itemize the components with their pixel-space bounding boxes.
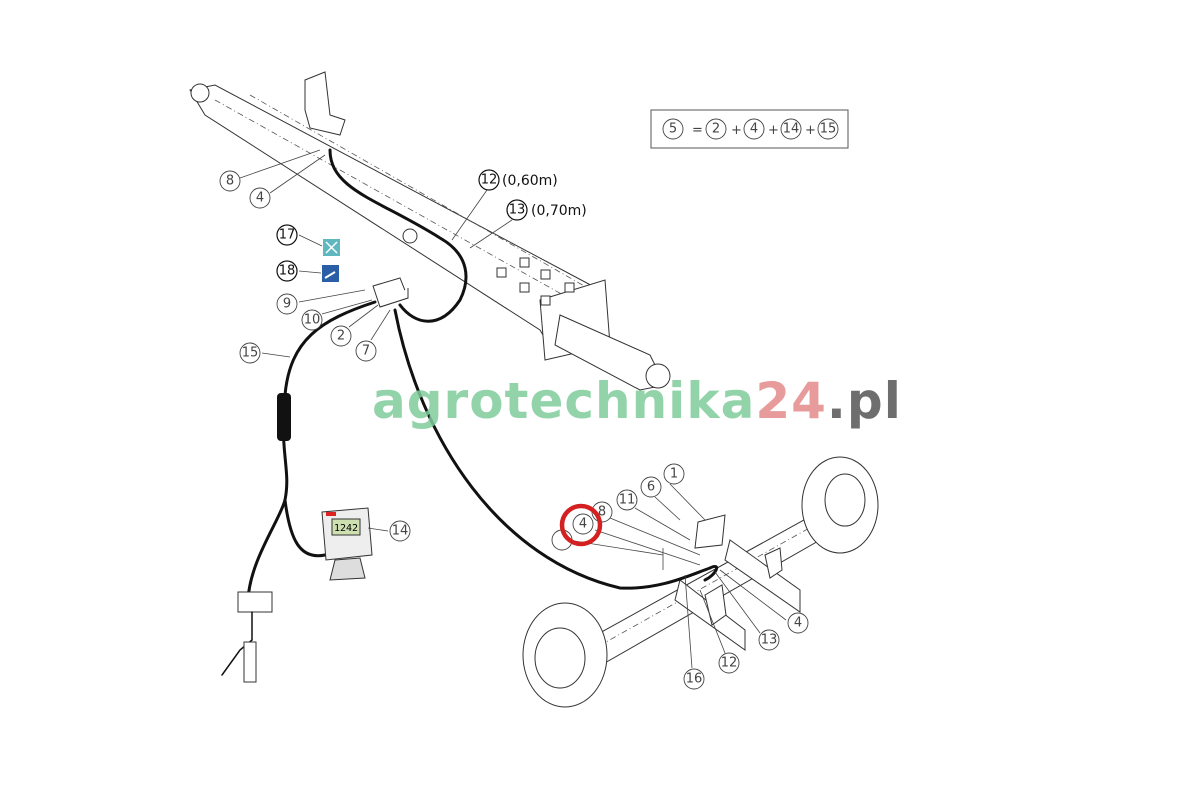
svg-text:12: 12: [481, 173, 498, 188]
display-reading: 1242: [334, 523, 358, 534]
formula-plus: +: [768, 123, 779, 138]
svg-text:8: 8: [598, 505, 606, 520]
callout-1: 1: [663, 463, 685, 485]
callout-10: 10: [301, 309, 323, 331]
watermark-text: agrotechnika: [372, 372, 756, 430]
formula-plus: +: [731, 123, 742, 138]
formula-term: 2: [712, 122, 720, 137]
svg-text:14: 14: [392, 524, 409, 539]
callout-13-axle: 13: [758, 629, 780, 651]
watermark-number: 24: [755, 372, 827, 430]
svg-text:13: 13: [509, 203, 526, 218]
callout-11: 11: [616, 489, 638, 511]
callout-12: 12: [478, 169, 500, 191]
display-unit: 1242: [321, 507, 373, 581]
junction-box: [372, 277, 409, 308]
svg-text:4: 4: [794, 616, 802, 631]
svg-text:17: 17: [279, 228, 296, 243]
rear-axle: [522, 456, 879, 708]
callout-9: 9: [276, 293, 298, 315]
svg-text:6: 6: [647, 480, 655, 495]
svg-text:10: 10: [304, 313, 321, 328]
highlight-ring: [559, 503, 603, 547]
callout-2: 2: [330, 325, 352, 347]
svg-text:2: 2: [337, 329, 345, 344]
formula-term: 4: [750, 122, 758, 137]
formula-term: 14: [783, 122, 800, 137]
plug-connector: [277, 393, 291, 441]
svg-text:8: 8: [226, 174, 234, 189]
formula-term: 15: [820, 122, 837, 137]
callout-8: 8: [219, 170, 241, 192]
callout-18: 18: [276, 260, 298, 282]
callout-7: 7: [355, 340, 377, 362]
svg-text:11: 11: [619, 493, 636, 508]
drawbar-beam: [189, 71, 671, 391]
callout-12-axle: 12: [718, 652, 740, 674]
svg-text:13: 13: [761, 633, 778, 648]
formula-result: 5: [669, 122, 677, 137]
svg-text:4: 4: [256, 191, 264, 206]
svg-text:18: 18: [279, 264, 296, 279]
callout-4-axle: 4: [787, 612, 809, 634]
callout-15: 15: [239, 342, 261, 364]
watermark-domain: .pl: [826, 372, 902, 430]
svg-text:16: 16: [686, 672, 703, 687]
callout-4-highlighted: 4: [572, 513, 594, 535]
formula-equals: =: [692, 123, 703, 138]
cable-12-length: (0,60m): [502, 173, 558, 189]
callout-4: 4: [249, 187, 271, 209]
svg-text:1: 1: [670, 467, 678, 482]
callout-17: 17: [276, 224, 298, 246]
watermark: agrotechnika24.pl: [372, 372, 902, 430]
callout-16: 16: [683, 668, 705, 690]
svg-text:9: 9: [283, 297, 291, 312]
formula-box: 5 = 2 + 4 + 14 + 15: [650, 109, 849, 149]
callout-13: 13: [506, 199, 528, 221]
cable-13-length: (0,70m): [531, 203, 587, 219]
svg-text:7: 7: [362, 344, 370, 359]
svg-text:12: 12: [721, 656, 738, 671]
formula-plus: +: [805, 123, 816, 138]
callout-6: 6: [640, 476, 662, 498]
power-socket: [237, 591, 273, 613]
cables: [221, 148, 719, 683]
sensor-icon-18: [322, 265, 339, 282]
callout-14: 14: [389, 520, 411, 542]
svg-text:4: 4: [579, 517, 587, 532]
svg-text:15: 15: [242, 346, 259, 361]
